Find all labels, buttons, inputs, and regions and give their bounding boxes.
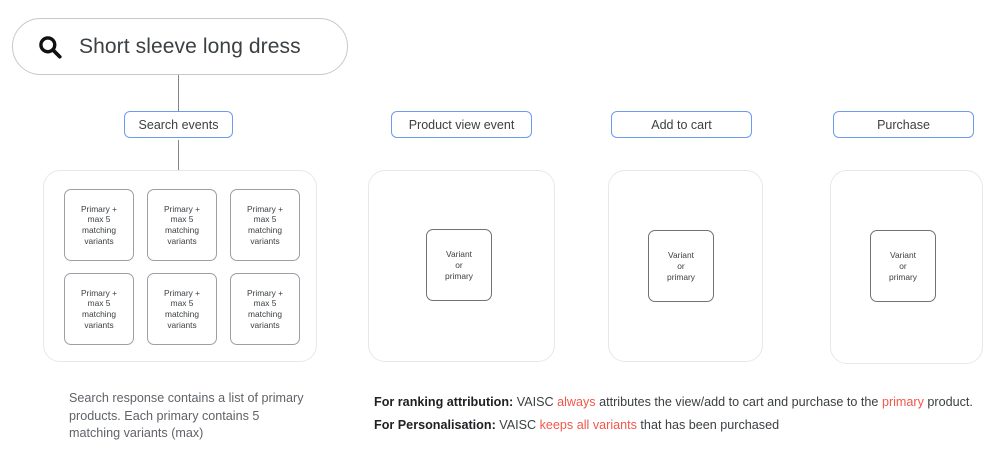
primary-card-line-3: matching [82,309,116,319]
variant-card: Variant or primary [870,230,936,302]
variant-card-line-3: primary [889,271,917,282]
primary-card-line-1: Primary + [246,203,284,214]
primary-card-line-4: variants [250,235,280,246]
search-bar[interactable]: Short sleeve long dress [12,18,348,75]
search-query-text: Short sleeve long dress [79,34,301,58]
primary-card: Primary + max 5 matching variants [147,273,217,345]
primary-card-line-2: max 5 [253,214,277,225]
connector-line-bottom [178,140,180,173]
variant-card-line-2: or [899,260,907,271]
chip-add-to-cart-label: Add to cart [651,117,712,132]
annotation-ranking-part1: VAISC [513,395,558,409]
variant-card-line-2: or [455,259,463,270]
variant-card-line-3: primary [445,270,473,281]
chip-purchase[interactable]: Purchase [833,111,974,138]
annotation-ranking-part3: product. [923,395,973,409]
variant-card: Variant or primary [426,229,492,301]
annotation-ranking-highlight-primary: primary [881,395,924,409]
primary-card-line-3: matching [248,309,282,319]
primary-card-line-3: matching [165,309,199,319]
primary-card-line-4: variants [167,235,197,246]
chip-product-view-event-label: Product view event [408,117,515,132]
primary-card-line-2: max 5 [87,298,111,309]
primary-card-line-4: variants [250,319,280,330]
primary-card-line-2: max 5 [87,214,111,225]
connector-line-top [178,75,180,111]
primary-card: Primary + max 5 matching variants [230,273,300,345]
panel-product-view-event [368,170,555,362]
annotation-personalisation-label: For Personalisation: [374,417,496,432]
primary-card-grid: Primary + max 5 matching variants Primar… [64,189,300,345]
primary-card-line-1: Primary + [80,287,118,298]
primary-card-line-1: Primary + [80,203,118,214]
primary-card-line-4: variants [167,319,197,330]
annotation-ranking-part2: attributes the view/add to cart and purc… [595,395,882,409]
primary-card-line-1: Primary + [246,287,284,298]
annotation-personalisation-part2: that has been purchased [636,417,780,432]
variant-card-line-2: or [677,260,685,271]
primary-card: Primary + max 5 matching variants [147,189,217,261]
primary-card: Primary + max 5 matching variants [230,189,300,261]
annotation-block: For ranking attribution: VAISC always at… [374,391,986,436]
primary-card-line-3: matching [82,225,116,235]
search-icon [39,35,62,59]
annotation-ranking-attribution: For ranking attribution: VAISC always at… [374,391,986,414]
primary-card-line-2: max 5 [170,298,194,309]
caption-search-response: Search response contains a list of prima… [69,391,304,440]
primary-card-line-3: matching [248,225,282,235]
primary-card-line-1: Primary + [163,203,201,214]
annotation-ranking-label: For ranking attribution: [374,395,514,409]
chip-add-to-cart[interactable]: Add to cart [611,111,752,138]
variant-card: Variant or primary [648,230,714,302]
primary-card-line-2: max 5 [253,298,277,309]
chip-search-events[interactable]: Search events [124,111,233,138]
primary-card-line-1: Primary + [163,287,201,298]
annotation-personalisation: For Personalisation: VAISC keeps all var… [374,414,986,437]
chip-purchase-label: Purchase [877,117,930,132]
variant-card-line-1: Variant [446,248,472,259]
annotation-personalisation-highlight: keeps all variants [539,417,637,432]
primary-card: Primary + max 5 matching variants [64,189,134,261]
chip-search-events-label: Search events [138,117,219,132]
variant-card-line-1: Variant [890,249,916,260]
variant-card-line-1: Variant [668,249,694,260]
annotation-ranking-highlight-always: always [557,395,596,409]
chip-product-view-event[interactable]: Product view event [391,111,532,138]
primary-card-line-3: matching [165,225,199,235]
annotation-personalisation-part1: VAISC [495,417,540,432]
variant-card-line-3: primary [667,271,695,282]
primary-card-line-4: variants [84,319,114,330]
primary-card-line-4: variants [84,235,114,246]
panel-search-events: Primary + max 5 matching variants Primar… [43,170,317,362]
primary-card: Primary + max 5 matching variants [64,273,134,345]
primary-card-line-2: max 5 [170,214,194,225]
